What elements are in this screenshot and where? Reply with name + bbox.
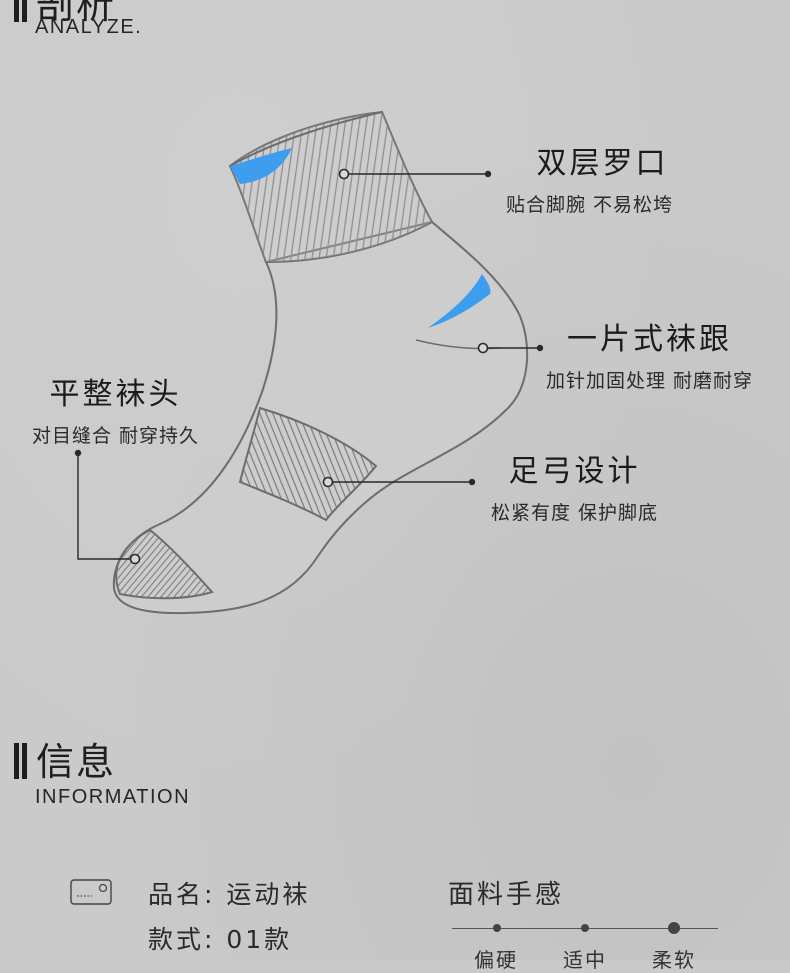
callout-toe: 平整袜头 对目缝合 耐穿持久 xyxy=(32,369,199,448)
toe-end-dot xyxy=(74,449,82,457)
sock-cuff-fill xyxy=(230,112,432,262)
scale-label-soft: 柔软 xyxy=(652,948,696,972)
sock-arch-band xyxy=(238,406,378,522)
heel-point-icon xyxy=(477,342,489,354)
header-bar-icon xyxy=(14,743,19,779)
analyze-title: 剖析 xyxy=(36,0,117,27)
callout-heel-title: 一片式袜跟 xyxy=(567,322,733,357)
cuff-point-icon xyxy=(338,168,350,180)
arch-point-icon xyxy=(322,476,334,488)
sock-cuff xyxy=(228,110,434,264)
callout-arch-title: 足弓设计 xyxy=(508,454,641,489)
callout-heel-desc: 加针加固处理 耐磨耐穿 xyxy=(546,370,754,392)
scale-dot-selected xyxy=(668,922,680,934)
scale-label-medium: 适中 xyxy=(563,948,607,972)
info-title: 信息 xyxy=(36,740,117,784)
header-bar-icon xyxy=(22,743,27,779)
cuff-end-dot xyxy=(484,170,492,178)
scale-label-hard: 偏硬 xyxy=(474,948,518,972)
callout-heel: 一片式袜跟 加针加固处理 耐磨耐穿 xyxy=(546,314,753,393)
product-style: 款式: 01款 xyxy=(148,925,293,954)
sock-diagram xyxy=(74,110,544,615)
toe-point-icon xyxy=(129,553,141,565)
header-bar-icon xyxy=(22,0,27,22)
header-bar-icon xyxy=(14,0,19,22)
callout-toe-title: 平整袜头 xyxy=(49,377,182,412)
fabric-feel-scale xyxy=(452,922,718,934)
cuff-accent-icon xyxy=(230,148,292,184)
product-card-icon xyxy=(70,879,112,905)
fabric-feel-title: 面料手感 xyxy=(448,880,565,910)
callout-toe-desc: 对目缝合 耐穿持久 xyxy=(32,425,200,447)
arch-end-dot xyxy=(468,478,476,486)
sock-body-outline xyxy=(112,220,529,615)
callout-arch: 足弓设计 松紧有度 保护脚底 xyxy=(491,446,658,525)
toe-leader xyxy=(77,453,130,560)
callout-arch-desc: 松紧有度 保护脚底 xyxy=(491,502,659,524)
scale-dot-1 xyxy=(493,924,501,932)
heel-accent-icon xyxy=(428,274,491,328)
analyze-subtitle: ANALYZE. xyxy=(35,16,143,38)
heel-end-dot xyxy=(536,344,544,352)
callout-cuff-desc: 贴合脚腕 不易松垮 xyxy=(506,194,674,216)
callout-cuff-title: 双层罗口 xyxy=(536,146,669,181)
product-name: 品名: 运动袜 xyxy=(148,880,311,909)
callout-cuff: 双层罗口 贴合脚腕 不易松垮 xyxy=(506,138,673,217)
sock-cuff-top xyxy=(229,111,383,167)
info-subtitle: INFORMATION xyxy=(35,786,191,808)
scale-dot-2 xyxy=(581,924,589,932)
